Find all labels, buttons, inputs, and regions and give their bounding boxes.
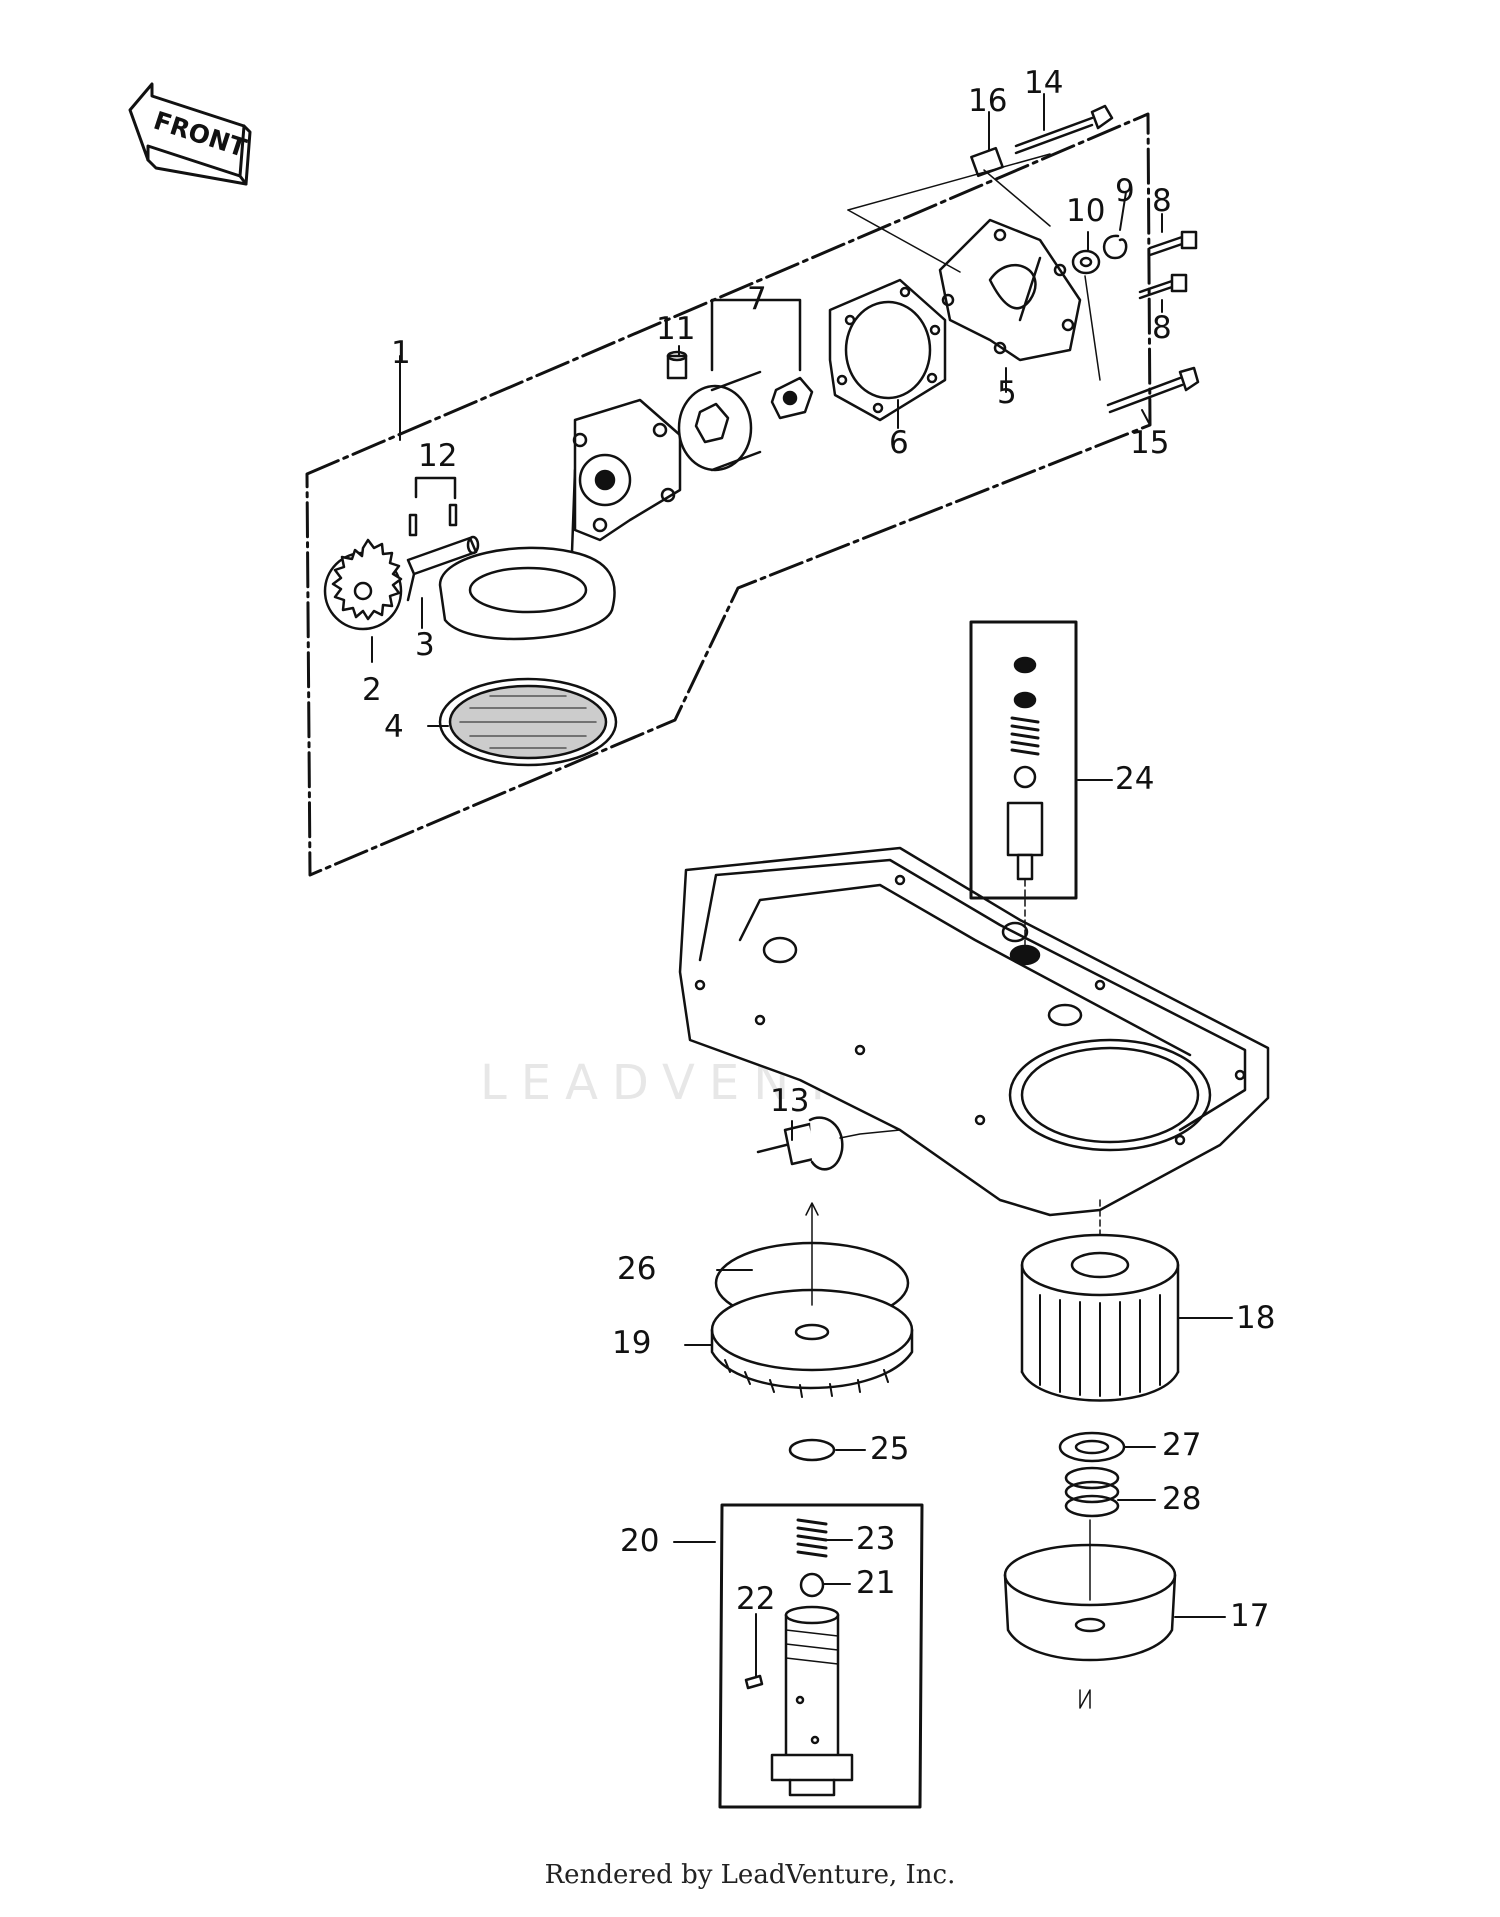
- footer-credit: Rendered by LeadVenture, Inc.: [544, 1860, 956, 1890]
- callout-18: 18: [1236, 1300, 1276, 1336]
- bypass-bolt: [770, 1605, 854, 1797]
- callout-19: 19: [612, 1325, 652, 1361]
- pump-shaft: [406, 535, 480, 602]
- callout-28: 28: [1162, 1481, 1202, 1517]
- pump-cover: [938, 218, 1082, 362]
- filter-spring: [1064, 1466, 1120, 1518]
- callout-9: 9: [1115, 173, 1135, 209]
- dowel-pin: [666, 350, 688, 380]
- callout-10: 10: [1066, 193, 1106, 229]
- filter-washer: [1058, 1431, 1126, 1463]
- callout-14: 14: [1024, 65, 1064, 101]
- bypass-ball: [799, 1572, 825, 1598]
- bypass-valve-box: [718, 1503, 924, 1809]
- callout-8a: 8: [1152, 183, 1172, 219]
- bolt-14: [1014, 104, 1114, 155]
- sprocket-gear: [323, 538, 403, 631]
- oil-pan: [678, 846, 1270, 1217]
- callout-25: 25: [870, 1431, 910, 1467]
- callout-26: 26: [617, 1251, 657, 1287]
- small-o-ring: [788, 1438, 836, 1462]
- washer: [1071, 249, 1101, 275]
- callout-17: 17: [1230, 1598, 1270, 1634]
- callout-2: 2: [362, 672, 382, 708]
- filter-bowl: [1003, 1519, 1177, 1709]
- callout-12: 12: [418, 438, 458, 474]
- bypass-pin: [744, 1674, 764, 1690]
- callout-27: 27: [1162, 1427, 1202, 1463]
- circlip: [1102, 234, 1128, 260]
- front-arrow-icon: [128, 82, 252, 186]
- callout-13: 13: [770, 1083, 810, 1119]
- bolt-15: [1106, 366, 1200, 414]
- oil-pump-body: [438, 398, 682, 641]
- relief-valve-parts: [1006, 656, 1044, 966]
- callout-3: 3: [415, 627, 435, 663]
- callout-1: 1: [391, 335, 411, 371]
- pump-rotors: [677, 298, 814, 472]
- pins: [408, 476, 458, 537]
- callout-5: 5: [997, 375, 1017, 411]
- callout-23: 23: [856, 1521, 896, 1557]
- callout-6: 6: [889, 425, 909, 461]
- oil-pressure-switch: [756, 1116, 901, 1171]
- oil-screen: [438, 677, 618, 767]
- bypass-spring: [796, 1518, 828, 1558]
- pump-assembly-boundary: [305, 112, 1152, 877]
- callout-20: 20: [620, 1523, 660, 1559]
- callout-7: 7: [747, 281, 767, 317]
- callout-24: 24: [1115, 761, 1155, 797]
- bolts-8: [1138, 230, 1198, 300]
- callout-15: 15: [1130, 425, 1170, 461]
- relief-valve-box: [969, 620, 1078, 900]
- filter-cover: [710, 1202, 914, 1398]
- callout-11: 11: [656, 311, 696, 347]
- callout-8b: 8: [1152, 310, 1172, 346]
- callout-4: 4: [384, 709, 404, 745]
- callout-21: 21: [856, 1565, 896, 1601]
- oil-filter: [1020, 1199, 1180, 1402]
- pump-gasket: [828, 278, 947, 422]
- callout-22: 22: [736, 1581, 776, 1617]
- callout-16: 16: [968, 83, 1008, 119]
